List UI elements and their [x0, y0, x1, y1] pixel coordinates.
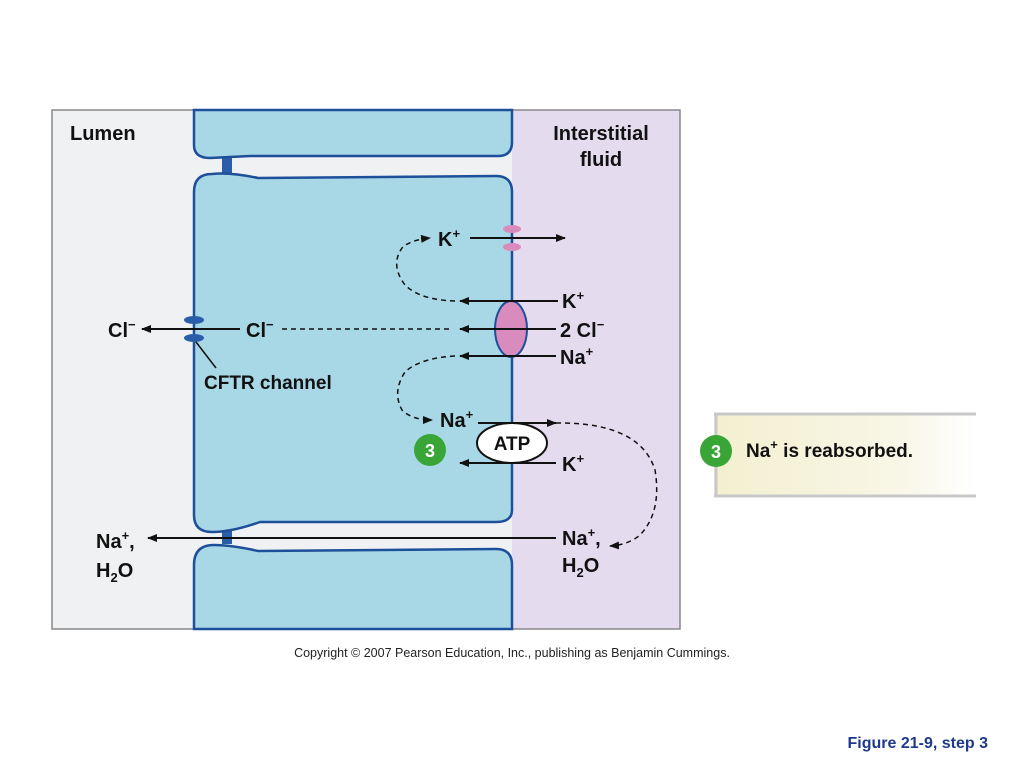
h2o-lumen-label: H2O: [96, 560, 133, 585]
step-badge: [414, 434, 446, 466]
tight-junction-top: [222, 158, 232, 176]
top-cell: [192, 108, 514, 160]
k-leak-channel-top: [503, 225, 521, 233]
atp-label: ATP: [494, 434, 531, 455]
k-pump-label: K+: [562, 451, 584, 476]
bottom-cell: [192, 543, 514, 631]
na-interstitial-label: Na+,: [562, 525, 601, 550]
lumen-title: Lumen: [70, 123, 136, 145]
interstitial-region: [512, 110, 680, 629]
cl-lumen-label: Cl−: [108, 317, 136, 342]
interstitial-title-line1: Interstitial: [553, 123, 649, 145]
callout-box: [714, 413, 976, 497]
cl-cell-label: Cl−: [246, 317, 274, 342]
main-cell: [192, 172, 514, 534]
k-top-label: K+: [438, 226, 460, 251]
k-leak-channel-bottom: [503, 243, 521, 251]
callout-badge: [700, 435, 732, 467]
h2o-interstitial-label: H2O: [562, 555, 599, 580]
k-cotransport-label: K+: [562, 288, 584, 313]
na-lumen-label: Na+,: [96, 528, 135, 553]
callout-badge-number: 3: [711, 442, 721, 462]
figure-label: Figure 21-9, step 3: [847, 735, 989, 752]
cl-cotransport-label: 2 Cl−: [560, 317, 605, 342]
na-cell-label: Na+: [440, 407, 474, 432]
k-recycle-dashed-path: [396, 234, 456, 302]
callout-text: Na+ is reabsorbed.: [746, 437, 913, 462]
cftr-channel-top: [184, 316, 204, 324]
interstitial-title-line2: fluid: [580, 149, 622, 171]
cftr-channel-bottom: [184, 334, 204, 342]
na-cotransport-label: Na+: [560, 344, 594, 369]
na-dashed-path: [396, 355, 456, 424]
copyright-notice: Copyright © 2007 Pearson Education, Inc.…: [294, 646, 730, 660]
step-badge-number: 3: [425, 441, 435, 461]
cftr-label: CFTR channel: [204, 373, 332, 394]
na-reabsorb-dashed-path: [555, 422, 658, 550]
cftr-pointer: [195, 341, 217, 369]
